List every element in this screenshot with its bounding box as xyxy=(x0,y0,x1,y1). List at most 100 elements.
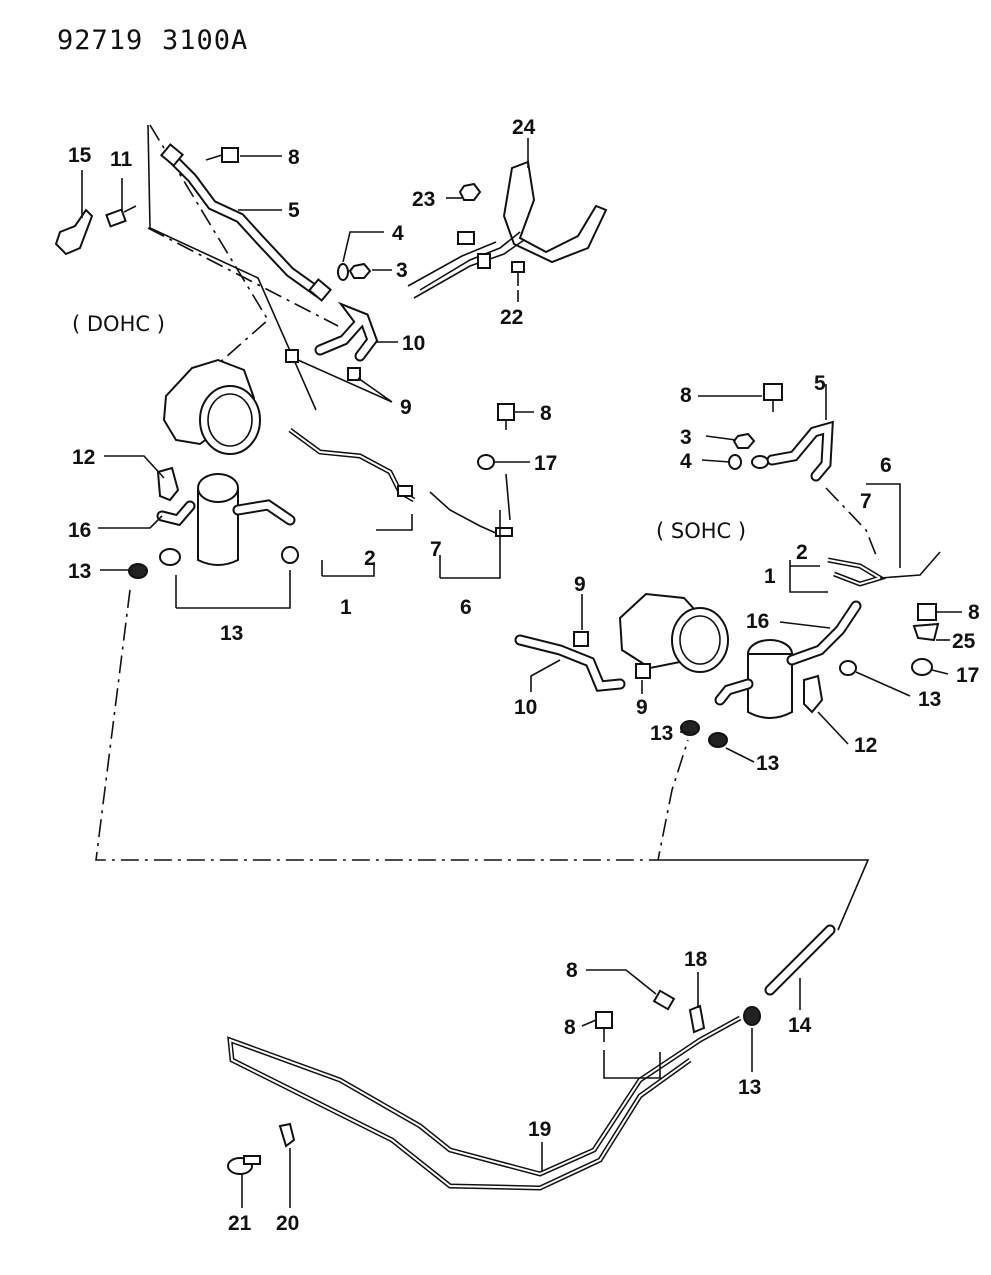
bolt-8-sohc xyxy=(917,603,937,621)
dohc-assembly xyxy=(54,124,608,609)
callout-13: 13 xyxy=(756,752,779,775)
sohc-assembly xyxy=(514,383,941,748)
bolt-21 xyxy=(227,1155,261,1175)
reservoir-tank-sohc xyxy=(714,600,862,719)
callout-8: 8 xyxy=(968,601,980,624)
clamp-13-sohc-b xyxy=(680,720,700,736)
variant-label-sohc: ( SOHC ) xyxy=(656,519,746,543)
callout-19: 19 xyxy=(528,1118,551,1141)
callout-5: 5 xyxy=(814,372,826,395)
callout-16: 16 xyxy=(68,519,91,542)
bracket-24 xyxy=(407,160,608,299)
pressure-tube-1 xyxy=(288,427,416,503)
fitting-2-dohc xyxy=(397,485,413,497)
callout-numbers: 15 11 8 5 24 23 4 3 22 10 9 8 17 12 16 1… xyxy=(68,116,980,1235)
clip-18 xyxy=(688,1004,706,1034)
callout-24: 24 xyxy=(512,116,536,139)
callout-8: 8 xyxy=(288,146,300,169)
callout-14: 14 xyxy=(788,1014,812,1037)
callout-9: 9 xyxy=(400,396,412,419)
callout-12: 12 xyxy=(854,734,877,757)
bolt-11 xyxy=(105,205,137,228)
callout-9: 9 xyxy=(636,696,648,719)
reservoir-tank-dohc xyxy=(197,473,296,566)
bolt-8-lower-a xyxy=(652,989,676,1011)
callout-13: 13 xyxy=(918,688,941,711)
diagram-code: 3100A xyxy=(162,25,249,56)
connection-leaders xyxy=(95,589,870,931)
nut-3 xyxy=(348,262,372,279)
callout-6: 6 xyxy=(880,454,892,477)
callout-16: 16 xyxy=(746,610,769,633)
clip-20 xyxy=(278,1122,296,1148)
callout-23: 23 xyxy=(412,188,435,211)
callout-2: 2 xyxy=(364,547,376,570)
callout-7: 7 xyxy=(430,538,442,561)
callout-1: 1 xyxy=(764,565,776,588)
callout-13: 13 xyxy=(738,1076,761,1099)
callout-13: 13 xyxy=(68,560,91,583)
bracket-12-sohc xyxy=(803,674,824,714)
callout-25: 25 xyxy=(952,630,976,653)
part-number: 92719 xyxy=(57,25,144,56)
strap-17-dohc xyxy=(477,454,495,470)
clamp-9-sohc-b xyxy=(635,663,651,679)
callout-10: 10 xyxy=(402,332,425,355)
callout-4: 4 xyxy=(680,450,692,473)
callout-11: 11 xyxy=(110,148,133,171)
bolt-8-top xyxy=(205,147,239,163)
callout-13: 13 xyxy=(220,622,243,645)
clamp-13c xyxy=(281,546,299,564)
callout-8: 8 xyxy=(680,384,692,407)
callout-13: 13 xyxy=(650,722,673,745)
callout-21: 21 xyxy=(228,1212,252,1235)
bolt-8-lower-b xyxy=(595,1011,613,1029)
callout-15: 15 xyxy=(68,144,92,167)
strap-17-sohc xyxy=(911,658,933,676)
clamp-9-sohc-a xyxy=(573,631,589,647)
clamp-13-lower xyxy=(743,1006,761,1026)
bolt-22 xyxy=(511,261,525,286)
callout-6: 6 xyxy=(460,596,472,619)
clamp-13-sohc-c xyxy=(708,732,728,748)
callout-1: 1 xyxy=(340,596,352,619)
clamp-9a xyxy=(285,349,299,363)
bracket-12-dohc xyxy=(156,466,180,502)
clamp-13a xyxy=(128,563,148,579)
callout-8: 8 xyxy=(564,1016,576,1039)
callout-5: 5 xyxy=(288,199,300,222)
callout-2: 2 xyxy=(796,541,808,564)
bolt-8-dohc xyxy=(497,403,515,421)
nut-23 xyxy=(458,182,482,201)
bolt-8-sohc-top xyxy=(763,383,783,401)
bracket-25 xyxy=(912,622,940,642)
lower-tube-assembly xyxy=(227,924,836,1208)
pressure-hose-5 xyxy=(159,143,333,302)
washer-4 xyxy=(337,263,349,281)
callout-12: 12 xyxy=(72,446,95,469)
clamp-13b xyxy=(159,548,181,566)
callout-17: 17 xyxy=(956,664,979,687)
callout-18: 18 xyxy=(684,948,708,971)
washer-4-sohc xyxy=(728,454,742,470)
callout-3: 3 xyxy=(680,426,692,449)
callout-3: 3 xyxy=(396,259,408,282)
callout-leaders xyxy=(81,138,962,1172)
nut-3-sohc xyxy=(732,432,756,449)
pressure-tube-19 xyxy=(227,1015,742,1191)
clamp-9b xyxy=(347,367,361,381)
callout-8: 8 xyxy=(540,402,552,425)
power-steering-pump-sohc xyxy=(618,592,729,673)
callout-22: 22 xyxy=(500,306,523,329)
callout-17: 17 xyxy=(534,452,557,475)
wire-6-dohc xyxy=(429,491,499,535)
variant-label-dohc: ( DOHC ) xyxy=(72,312,165,336)
callout-20: 20 xyxy=(276,1212,299,1235)
callout-4: 4 xyxy=(392,222,404,245)
diagram-header: 92719 3100A xyxy=(0,0,991,70)
callout-8: 8 xyxy=(566,959,578,982)
power-steering-pump-dohc xyxy=(162,358,261,455)
callout-7: 7 xyxy=(860,490,872,513)
clamp-13-sohc-a xyxy=(839,660,857,676)
